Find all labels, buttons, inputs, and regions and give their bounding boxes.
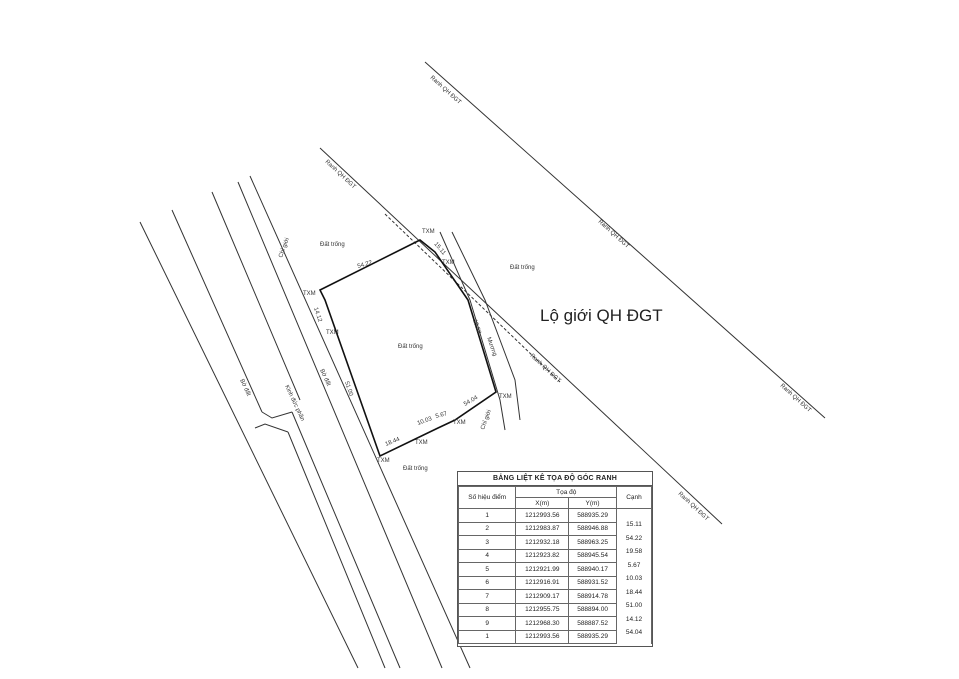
chi-gioi-label-1: Chỉ giới — [277, 237, 291, 259]
x-coordinate: 1212909.17 — [515, 589, 570, 604]
x-coordinate: 1212921.99 — [515, 562, 570, 577]
y-coordinate: 588935.29 — [568, 629, 617, 644]
y-coordinate: 588946.88 — [568, 521, 617, 536]
ditch-line-2 — [451, 231, 521, 421]
x-coordinate: 1212983.87 — [515, 521, 570, 536]
point-number: 2 — [457, 521, 517, 536]
edge-length-7: 51.00 — [343, 381, 354, 398]
y-coordinate: 588935.29 — [568, 508, 617, 523]
x-coordinate: 1212932.18 — [515, 535, 570, 550]
edge-length: 54.04 — [616, 622, 652, 636]
road-line-5 — [249, 175, 471, 669]
col-x-header: X(m) — [515, 497, 570, 509]
col-y-header: Y(m) — [568, 497, 617, 509]
road-line-2 — [171, 209, 263, 413]
edge-length-6: 18.44 — [385, 436, 402, 447]
road-line-3 — [211, 191, 301, 401]
y-coordinate: 588887.52 — [568, 616, 617, 631]
edge-length: 5.67 — [616, 555, 652, 569]
dashed-boundary-line — [384, 213, 561, 383]
point-number: 6 — [457, 575, 517, 590]
point-number: 5 — [457, 562, 517, 577]
x-coordinate: 1212916.91 — [515, 575, 570, 590]
ranh-label-4: Ranh QH ĐGT — [324, 159, 357, 190]
canal-branch-2 — [254, 423, 289, 433]
y-coordinate: 588894.00 — [568, 602, 617, 617]
point-number: 8 — [457, 602, 517, 617]
point-number: 9 — [457, 616, 517, 631]
ranh-label-3: Ranh QH ĐGT — [779, 383, 813, 414]
point-number: 1 — [457, 508, 517, 523]
vacant-land-label-4: Đất trống — [403, 466, 428, 472]
edge-length: 19.58 — [616, 541, 652, 555]
land-parcel[interactable] — [318, 239, 497, 458]
coordinate-table: BẢNG LIỆT KÊ TỌA ĐỘ GÓC RANH Số hiệu điể… — [457, 471, 653, 650]
edge-length-4: 5.67 — [435, 411, 448, 420]
y-coordinate: 588963.25 — [568, 535, 617, 550]
txm-label-5: TXM — [499, 394, 512, 400]
edge-length-2: 54.22 — [357, 260, 374, 270]
road-line-3b — [287, 431, 386, 669]
planning-boundary-line-upper — [424, 61, 826, 419]
txm-label-7: TXM — [415, 440, 428, 446]
road-line-2b — [291, 411, 401, 669]
col-point-header: Số hiệu điểm — [457, 486, 517, 509]
edge-length-5: 10.03 — [417, 416, 434, 427]
point-number: 7 — [457, 589, 517, 604]
bo-dat-label-1: Bờ đất — [238, 378, 251, 397]
edge-length: 18.44 — [616, 582, 652, 596]
muong-label: Mương — [485, 337, 497, 357]
y-coordinate: 588931.52 — [568, 575, 617, 590]
x-coordinate: 1212923.82 — [515, 548, 570, 563]
txm-label-8: TXM — [377, 458, 390, 464]
col-coord-header: Tọa độ — [515, 486, 617, 498]
txm-label-2: TXM — [442, 260, 455, 266]
vacant-land-label-3: Đất trống — [398, 344, 423, 350]
x-coordinate: 1212955.75 — [515, 602, 570, 617]
table-title: BẢNG LIỆT KÊ TỌA ĐỘ GÓC RANH — [458, 472, 652, 486]
road-line-4 — [237, 181, 443, 669]
point-number: 4 — [457, 548, 517, 563]
edge-length: 14.12 — [616, 609, 652, 623]
y-coordinate: 588914.78 — [568, 589, 617, 604]
txm-label-6: TXM — [453, 420, 466, 426]
col-edge-header: Cạnh — [616, 486, 652, 509]
x-coordinate: 1212993.56 — [515, 629, 570, 644]
y-coordinate: 588945.54 — [568, 548, 617, 563]
point-number: 3 — [457, 535, 517, 550]
vacant-land-label-1: Đất trống — [320, 242, 345, 248]
planning-boundary-line-lower — [319, 147, 723, 525]
ditch-line — [439, 231, 506, 431]
chi-gioi-label-2: Chỉ giới — [479, 409, 493, 431]
vacant-land-label-2: Đất trống — [510, 265, 535, 271]
x-coordinate: 1212968.30 — [515, 616, 570, 631]
edge-length-3: 19.58 — [471, 319, 482, 336]
ranh-label-6: Ranh QH ĐGT — [677, 491, 710, 522]
map-heading: Lộ giới QH ĐGT — [540, 306, 663, 325]
edge-length: 54.22 — [616, 528, 652, 542]
txm-label-1: TXM — [422, 229, 435, 235]
canal-branch — [261, 411, 293, 419]
x-coordinate: 1212993.56 — [515, 508, 570, 523]
y-coordinate: 588940.17 — [568, 562, 617, 577]
edge-length-8: 14.12 — [312, 307, 323, 324]
edge-length: 15.11 — [616, 514, 652, 528]
point-number: 1 — [457, 629, 517, 644]
txm-label-4: TXM — [326, 330, 339, 336]
road-line-1 — [139, 221, 359, 669]
edge-length: 10.03 — [616, 568, 652, 582]
ranh-label-2: Ranh QH ĐGT — [597, 219, 631, 250]
edge-length — [616, 636, 652, 650]
txm-label-3: TXM — [303, 291, 316, 297]
edge-length: 51.00 — [616, 595, 652, 609]
